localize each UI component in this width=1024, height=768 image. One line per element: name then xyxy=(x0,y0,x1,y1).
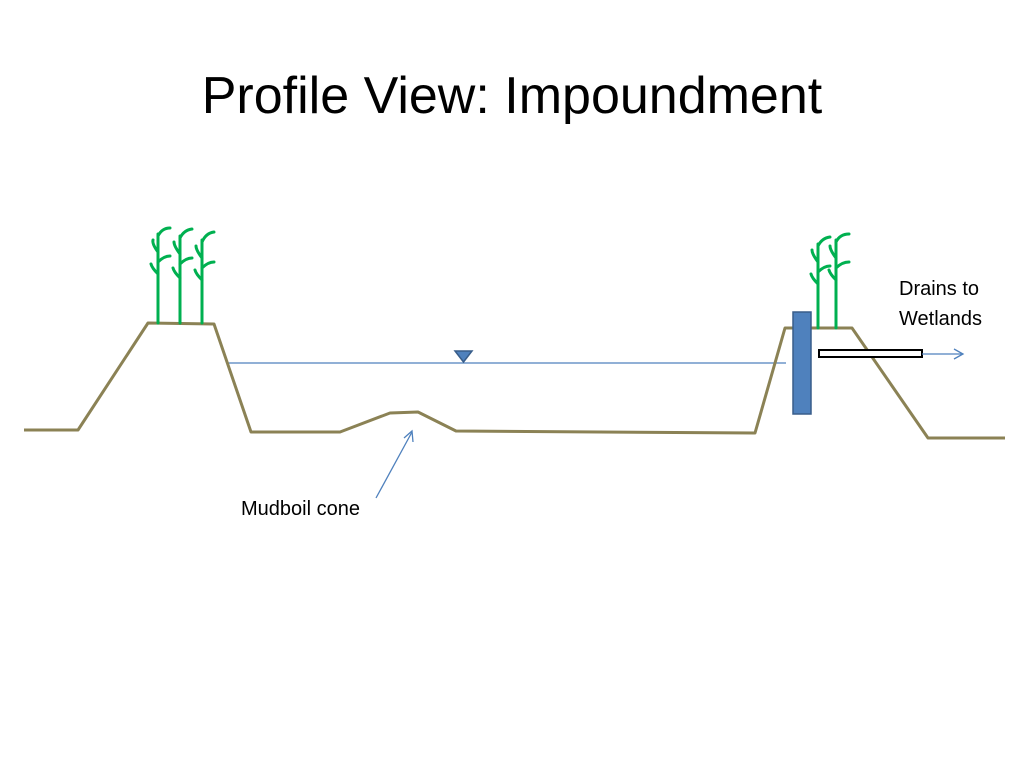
control-gate xyxy=(792,311,812,415)
drain-pipe xyxy=(818,349,923,358)
water-level-icon xyxy=(453,350,474,364)
vegetation-right xyxy=(809,232,851,330)
reed-plant-icon xyxy=(193,230,216,325)
drains-label-line1: Drains to xyxy=(899,278,980,300)
page-title: Profile View: Impoundment xyxy=(201,67,823,125)
drains-to-wetlands-label: Drains to Wetlands xyxy=(899,274,1017,334)
reed-plant-icon xyxy=(149,226,172,325)
drain-flow-arrow xyxy=(922,348,965,360)
reed-plant-icon xyxy=(171,227,194,325)
ground-profile-line xyxy=(24,321,1005,440)
mudboil-leader-arrow xyxy=(375,429,414,499)
drains-label-line2: Wetlands xyxy=(899,308,983,330)
reed-plant-icon xyxy=(827,232,851,330)
vegetation-left xyxy=(149,226,216,325)
mudboil-cone-label: Mudboil cone xyxy=(241,498,360,520)
reed-plant-icon xyxy=(809,235,832,330)
